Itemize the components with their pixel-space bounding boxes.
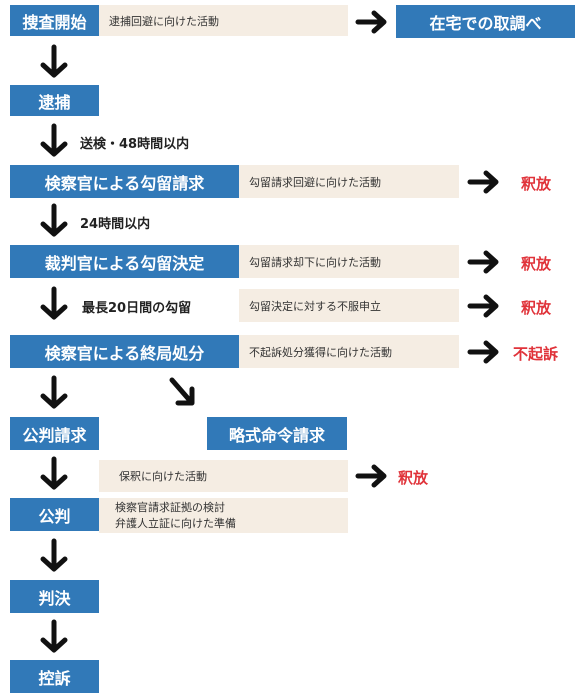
note-avoid-detention-request: 勾留請求回避に向けた活動: [239, 165, 459, 198]
down-arrow-icon: [40, 619, 68, 653]
note-trial-preparation: 検察官請求証拠の検討 弁護人立証に向けた準備: [99, 498, 348, 533]
step-prosecutor-final-disposition: 検察官による終局処分: [10, 335, 239, 368]
step-arrest: 逮捕: [10, 85, 99, 116]
result-release: 釈放: [521, 255, 552, 273]
step-prosecutor-detention-request: 検察官による勾留請求: [10, 165, 239, 198]
down-arrow-icon: [40, 456, 68, 490]
label-referral: 送検・48時間以内: [80, 137, 190, 152]
right-arrow-icon: [467, 294, 499, 318]
step-judge-detention-decision: 裁判官による勾留決定: [10, 245, 239, 278]
right-arrow-icon: [355, 10, 387, 34]
result-release: 釈放: [398, 469, 429, 487]
note-trial-line1: 検察官請求証拠の検討: [115, 500, 225, 514]
diagonal-arrow-icon: [169, 377, 195, 406]
step-home-investigation: 在宅での取調べ: [396, 5, 575, 38]
note-non-indictment-activity: 不起訴処分獲得に向けた活動: [239, 335, 459, 368]
right-arrow-icon: [355, 464, 387, 488]
note-avoid-arrest: 逮捕回避に向けた活動: [99, 5, 348, 36]
down-arrow-icon: [40, 538, 68, 572]
result-non-indictment: 不起訴: [513, 345, 559, 363]
note-trial-line2: 弁護人立証に向けた準備: [115, 516, 236, 530]
result-release: 釈放: [521, 299, 552, 317]
down-arrow-icon: [40, 203, 68, 237]
step-summary-indictment: 略式命令請求: [207, 417, 347, 450]
step-judgment: 判決: [10, 580, 99, 613]
down-arrow-icon: [40, 286, 68, 320]
right-arrow-icon: [467, 170, 499, 194]
down-arrow-icon: [40, 123, 68, 157]
label-max20days: 最長20日間の勾留: [82, 301, 192, 316]
label-within24: 24時間以内: [80, 217, 151, 232]
down-arrow-icon: [40, 375, 68, 409]
right-arrow-icon: [467, 340, 499, 364]
note-detention-appeal: 勾留決定に対する不服申立: [239, 289, 459, 322]
step-public-indictment: 公判請求: [10, 417, 99, 450]
result-release: 釈放: [521, 175, 552, 193]
step-trial: 公判: [10, 498, 99, 531]
right-arrow-icon: [467, 250, 499, 274]
step-appeal: 控訴: [10, 660, 99, 693]
step-start: 捜査開始: [10, 5, 99, 36]
note-detention-request-rejection: 勾留請求却下に向けた活動: [239, 245, 459, 278]
down-arrow-icon: [40, 44, 68, 78]
note-bail-activity: 保釈に向けた活動: [99, 460, 348, 492]
